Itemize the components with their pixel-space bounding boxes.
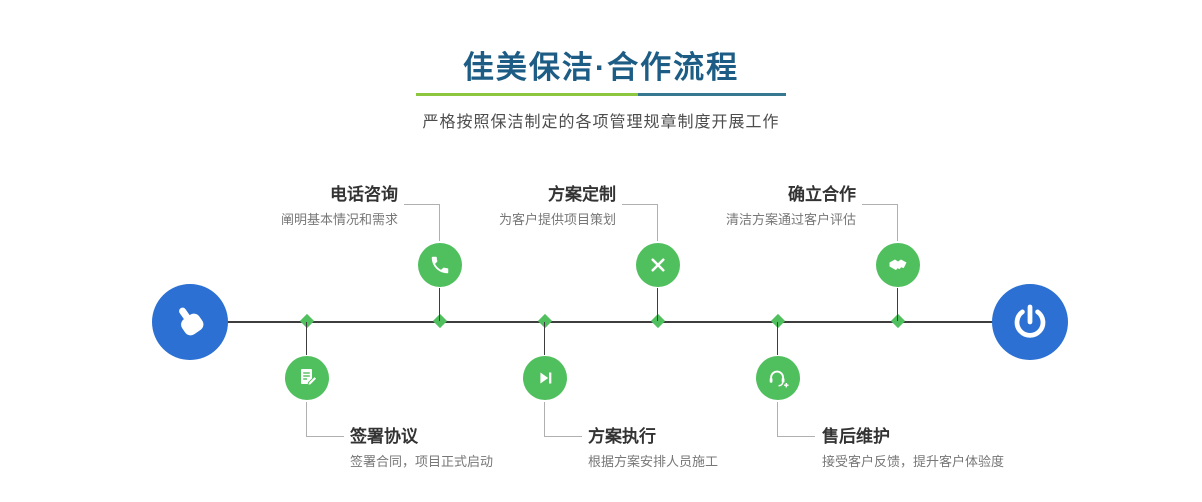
step-node-execution bbox=[523, 356, 567, 400]
step-desc: 阐明基本情况和需求 bbox=[280, 212, 398, 227]
page-subtitle: 严格按照保洁制定的各项管理规章制度开展工作 bbox=[422, 114, 780, 131]
page-title: 佳美保洁·合作流程 bbox=[462, 50, 740, 85]
headset-plus-icon bbox=[766, 366, 790, 390]
timeline-line bbox=[190, 321, 1030, 323]
node-connector bbox=[897, 288, 898, 321]
timeline-diamond bbox=[890, 313, 906, 329]
divider-blue-segment bbox=[638, 93, 786, 96]
label-connector bbox=[777, 436, 815, 437]
step-title: 确立合作 bbox=[788, 185, 856, 204]
step-desc: 签署合同，项目正式启动 bbox=[350, 454, 494, 469]
contract-pen-icon bbox=[295, 366, 319, 390]
step-title: 方案执行 bbox=[588, 427, 656, 446]
step-desc: 接受客户反馈，提升客户体验度 bbox=[822, 454, 1005, 469]
divider-green-segment bbox=[416, 93, 638, 96]
step-node-contract bbox=[285, 356, 329, 400]
pointing-hand-icon bbox=[170, 302, 210, 342]
label-connector bbox=[544, 436, 582, 437]
step-desc: 清洁方案通过客户评估 bbox=[725, 212, 856, 227]
step-desc: 根据方案安排人员施工 bbox=[588, 454, 719, 469]
handshake-icon bbox=[886, 253, 910, 277]
label-connector bbox=[897, 204, 898, 241]
step-desc: 为客户提供项目策划 bbox=[498, 212, 616, 227]
label-connector bbox=[862, 204, 898, 205]
step-node-phone bbox=[418, 243, 462, 287]
timeline-diamond bbox=[650, 313, 666, 329]
node-connector bbox=[544, 322, 545, 355]
step-label: 方案执行 根据方案安排人员施工 bbox=[588, 428, 888, 468]
pencil-ruler-icon bbox=[647, 254, 669, 276]
step-label: 确立合作 清洁方案通过客户评估 bbox=[606, 186, 856, 226]
node-connector bbox=[657, 288, 658, 321]
label-connector bbox=[544, 402, 545, 437]
power-icon bbox=[1011, 303, 1049, 341]
label-connector bbox=[306, 436, 344, 437]
step-title: 电话咨询 bbox=[330, 185, 398, 204]
step-label: 方案定制 为客户提供项目策划 bbox=[366, 186, 616, 226]
phone-icon bbox=[429, 254, 451, 276]
step-node-aftersales bbox=[756, 356, 800, 400]
step-title: 签署协议 bbox=[350, 427, 418, 446]
label-connector bbox=[306, 402, 307, 437]
step-label: 售后维护 接受客户反馈，提升客户体验度 bbox=[822, 428, 1142, 468]
label-connector bbox=[777, 402, 778, 437]
step-node-cooperation bbox=[876, 243, 920, 287]
timeline-diamond bbox=[537, 313, 553, 329]
node-connector bbox=[777, 322, 778, 355]
timeline-diamond bbox=[299, 313, 315, 329]
node-connector bbox=[439, 288, 440, 321]
step-label: 签署协议 签署合同，项目正式启动 bbox=[350, 428, 650, 468]
step-title: 售后维护 bbox=[822, 427, 890, 446]
title-divider bbox=[416, 93, 786, 96]
step-node-plan bbox=[636, 243, 680, 287]
timeline-diamond bbox=[432, 313, 448, 329]
timeline-end-node bbox=[992, 284, 1068, 360]
label-connector bbox=[657, 204, 658, 241]
label-connector bbox=[404, 204, 440, 205]
play-step-icon bbox=[534, 367, 556, 389]
step-title: 方案定制 bbox=[548, 185, 616, 204]
timeline-diamond bbox=[770, 313, 786, 329]
timeline-start-node bbox=[152, 284, 228, 360]
label-connector bbox=[622, 204, 658, 205]
label-connector bbox=[439, 204, 440, 241]
node-connector bbox=[306, 322, 307, 355]
step-label: 电话咨询 阐明基本情况和需求 bbox=[148, 186, 398, 226]
